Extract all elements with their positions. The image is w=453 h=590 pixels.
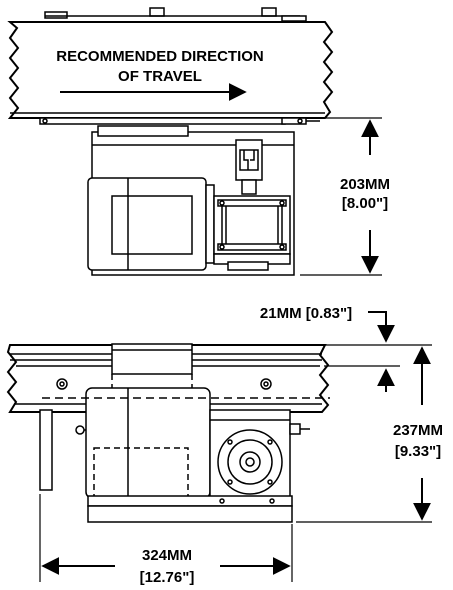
base-plate (87, 495, 293, 523)
dimension-21mm-label: 21MM [0.83"] (260, 305, 352, 322)
dimension-203mm (300, 117, 382, 276)
dimension-203mm-label: 203MM (340, 176, 390, 193)
conveyor-top-tabs (44, 7, 307, 22)
dimension-324mm (39, 494, 293, 582)
top-view (7, 7, 382, 276)
motor-top (87, 177, 215, 271)
side-view (6, 311, 432, 582)
travel-label-line2: OF TRAVEL (118, 68, 202, 85)
dimension-324mm-label: 324MM (142, 547, 192, 564)
dimension-237mm-label: 237MM (393, 422, 443, 439)
dimension-21mm (196, 311, 432, 392)
dimension-237mm (296, 346, 432, 523)
conveyor-bottom-rail (39, 117, 320, 125)
travel-label-line1: RECOMMENDED DIRECTION (56, 48, 264, 65)
dimension-8in-label: [8.00"] (342, 195, 388, 212)
drive-housing (111, 343, 193, 402)
coupling (235, 139, 263, 195)
dimension-9in-label: [9.33"] (395, 443, 441, 460)
gearbox-side (209, 409, 310, 501)
dimension-12in-label: [12.76"] (140, 569, 195, 586)
gearbox-top (213, 195, 291, 271)
